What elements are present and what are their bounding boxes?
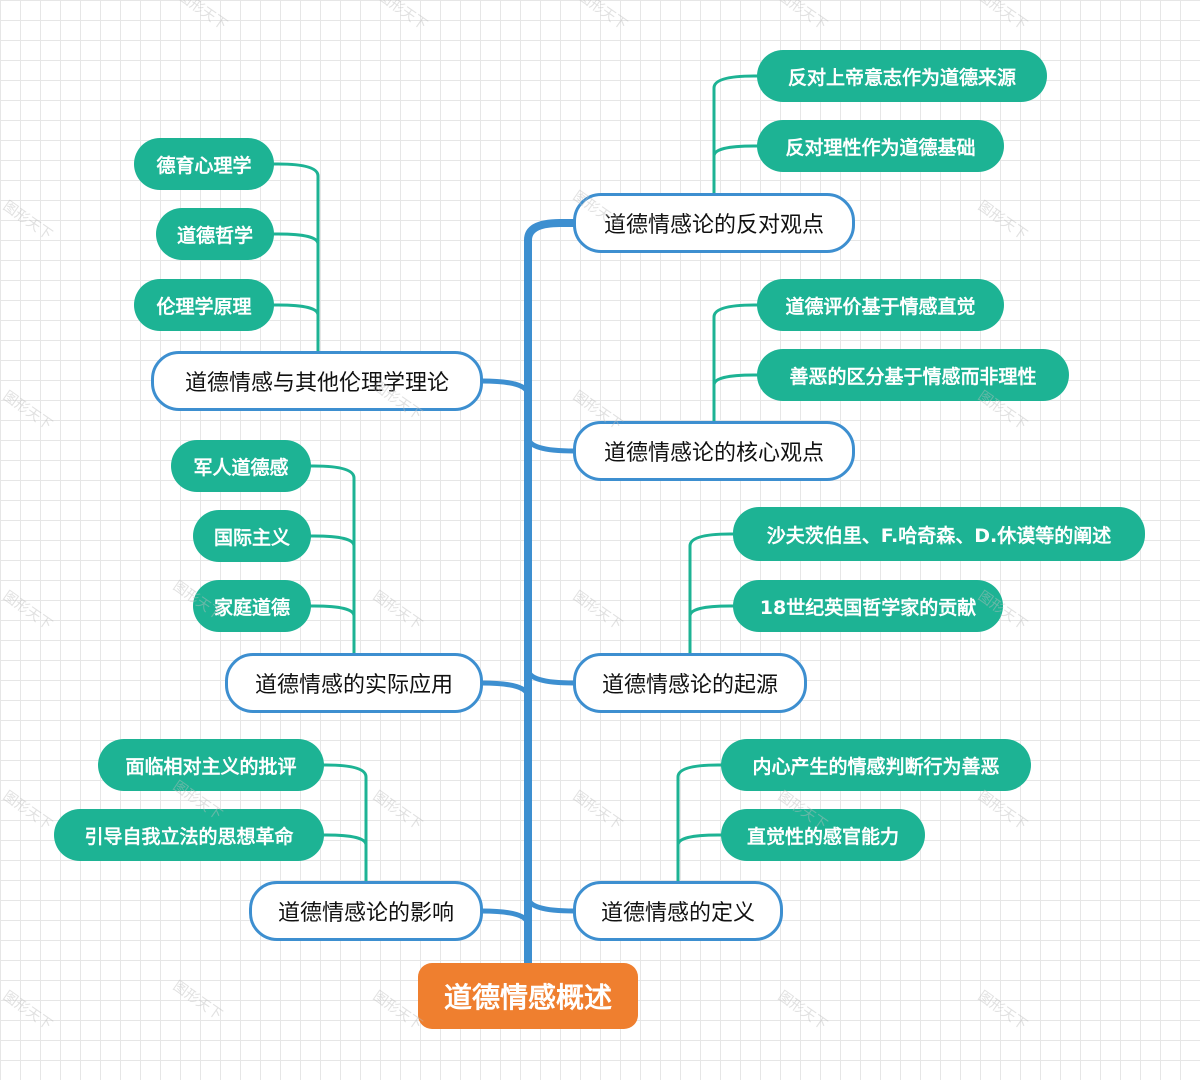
origin-connector-0 bbox=[688, 532, 738, 656]
branch-opposing-views[interactable]: 道德情感论的反对观点 bbox=[573, 193, 855, 253]
leaf-moral-education-psychology[interactable]: 德育心理学 bbox=[134, 138, 274, 190]
trunk-stub-right-0 bbox=[525, 434, 577, 454]
opposing-connector-0 bbox=[712, 74, 762, 196]
leaf-self-legislation-revolution[interactable]: 引导自我立法的思想革命 bbox=[54, 809, 324, 861]
branch-core-views[interactable]: 道德情感论的核心观点 bbox=[573, 421, 855, 481]
influence-connector-1 bbox=[320, 833, 368, 847]
branch-practical-application[interactable]: 道德情感的实际应用 bbox=[225, 653, 483, 713]
leaf-shaftesbury-hutcheson-hume[interactable]: 沙夫茨伯里、F.哈奇森、D.休谟等的阐述 bbox=[733, 507, 1145, 561]
core-connector-0 bbox=[712, 303, 762, 424]
leaf-inner-emotional-judgment[interactable]: 内心产生的情感判断行为善恶 bbox=[721, 739, 1031, 791]
definition-connector-0 bbox=[676, 763, 726, 884]
leaf-oppose-reason[interactable]: 反对理性作为道德基础 bbox=[757, 120, 1004, 172]
leaf-moral-evaluation-intuition[interactable]: 道德评价基于情感直觉 bbox=[757, 279, 1004, 331]
leaf-oppose-divine-will[interactable]: 反对上帝意志作为道德来源 bbox=[757, 50, 1047, 102]
ethics-connector-2 bbox=[272, 303, 320, 317]
leaf-ethics-principles[interactable]: 伦理学原理 bbox=[134, 279, 274, 331]
leaf-military-morality[interactable]: 军人道德感 bbox=[171, 440, 311, 492]
ethics-connector-1 bbox=[272, 232, 320, 246]
influence-connector-0 bbox=[320, 763, 368, 884]
application-connector-2 bbox=[308, 604, 356, 618]
leaf-family-morality[interactable]: 家庭道德 bbox=[193, 580, 311, 632]
application-connector-0 bbox=[308, 464, 356, 656]
core-connector-1 bbox=[712, 373, 762, 387]
trunk-stub-left-2 bbox=[479, 908, 531, 928]
root-node[interactable]: 道德情感概述 bbox=[418, 963, 638, 1029]
leaf-18th-century-philosophers[interactable]: 18世纪英国哲学家的贡献 bbox=[733, 580, 1003, 632]
application-connector-1 bbox=[308, 534, 356, 548]
leaf-internationalism[interactable]: 国际主义 bbox=[193, 510, 311, 562]
definition-connector-1 bbox=[676, 833, 726, 847]
ethics-connector-0 bbox=[272, 162, 320, 354]
branch-origin[interactable]: 道德情感论的起源 bbox=[573, 653, 807, 713]
trunk-stub-left-0 bbox=[479, 378, 531, 398]
leaf-moral-philosophy[interactable]: 道德哲学 bbox=[156, 208, 274, 260]
opposing-connector-1 bbox=[712, 144, 762, 158]
branch-ethics-theories[interactable]: 道德情感与其他伦理学理论 bbox=[151, 351, 483, 411]
trunk-stub-left-1 bbox=[479, 680, 531, 700]
branch-definition[interactable]: 道德情感的定义 bbox=[573, 881, 783, 941]
leaf-relativism-criticism[interactable]: 面临相对主义的批评 bbox=[98, 739, 324, 791]
branch-influence[interactable]: 道德情感论的影响 bbox=[249, 881, 483, 941]
trunk-line bbox=[524, 219, 579, 967]
origin-connector-1 bbox=[688, 604, 738, 618]
leaf-intuitive-sense[interactable]: 直觉性的感官能力 bbox=[721, 809, 925, 861]
leaf-good-evil-distinction[interactable]: 善恶的区分基于情感而非理性 bbox=[757, 349, 1069, 401]
trunk-stub-right-1 bbox=[525, 666, 577, 686]
trunk-stub-right-2 bbox=[525, 894, 577, 914]
